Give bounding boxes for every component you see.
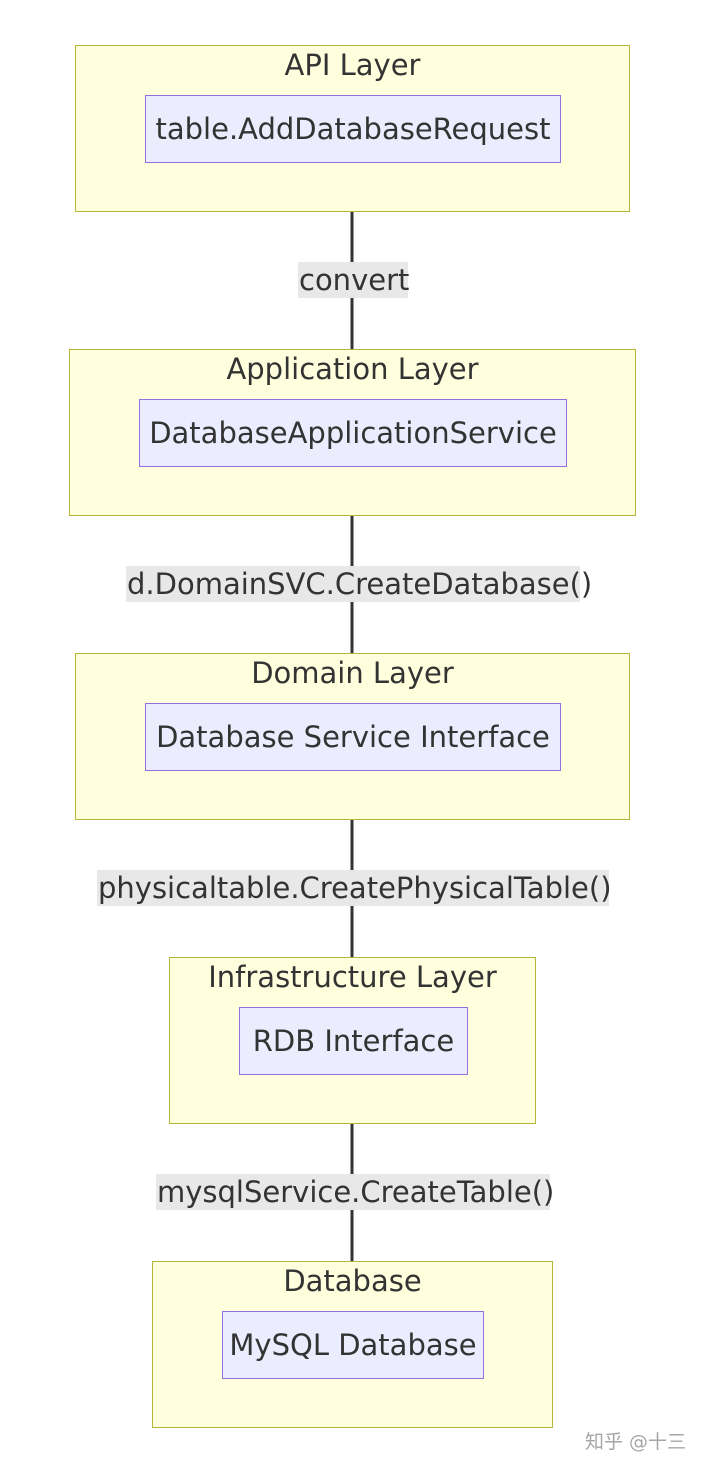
domain-layer-title: Domain Layer (251, 656, 454, 690)
edge-label-convert: convert (298, 262, 410, 298)
database-application-service-node[interactable]: DatabaseApplicationService (139, 399, 567, 467)
api-layer-group: API Layer table.AddDatabaseRequest (75, 45, 630, 212)
database-service-interface-node[interactable]: Database Service Interface (145, 703, 561, 771)
edge-label-create-database: d.DomainSVC.CreateDatabase() (126, 566, 593, 602)
infrastructure-layer-group: Infrastructure Layer RDB Interface (169, 957, 536, 1124)
application-layer-title: Application Layer (226, 352, 479, 386)
database-group: Database MySQL Database (152, 1261, 553, 1428)
rdb-interface-node[interactable]: RDB Interface (239, 1007, 468, 1075)
infrastructure-layer-title: Infrastructure Layer (208, 960, 497, 994)
mysql-database-node[interactable]: MySQL Database (222, 1311, 484, 1379)
domain-layer-group: Domain Layer Database Service Interface (75, 653, 630, 820)
database-group-title: Database (283, 1264, 422, 1298)
application-layer-group: Application Layer DatabaseApplicationSer… (69, 349, 636, 516)
api-layer-title: API Layer (284, 48, 421, 82)
zhihu-watermark: 知乎 @十三 (584, 1431, 686, 1453)
add-database-request-node[interactable]: table.AddDatabaseRequest (145, 95, 561, 163)
edge-label-create-table: mysqlService.CreateTable() (156, 1174, 555, 1210)
edge-label-create-physical-table: physicaltable.CreatePhysicalTable() (97, 870, 612, 906)
